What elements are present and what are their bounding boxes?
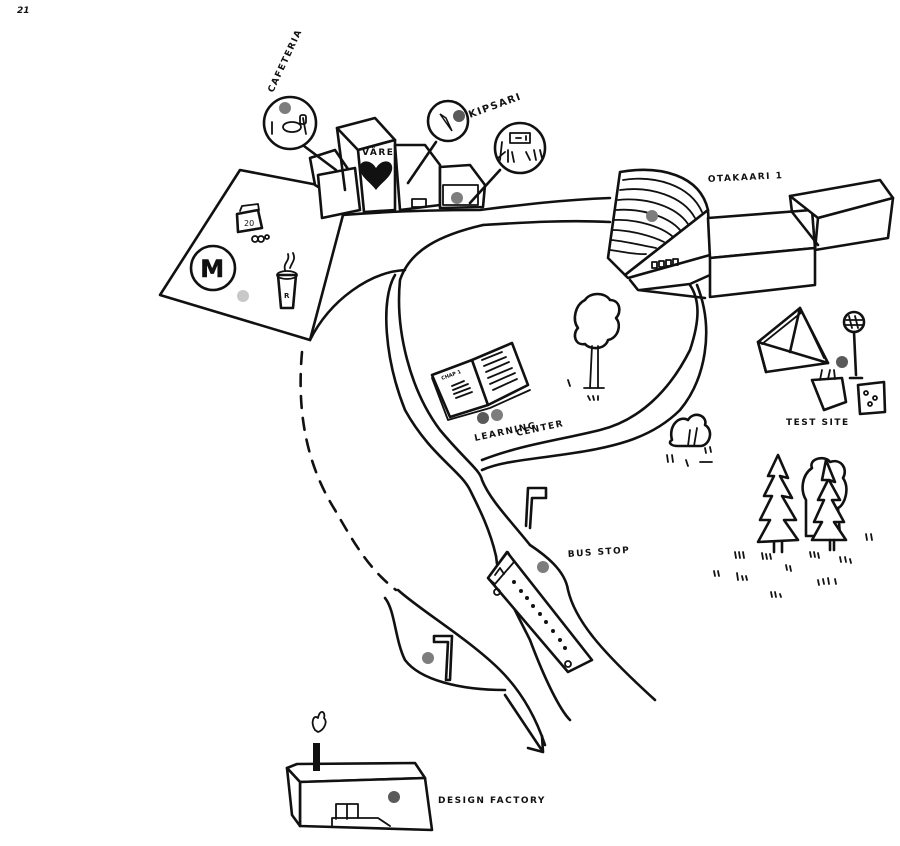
square-marker[interactable] [237, 290, 249, 302]
test-site: TEST SITE [756, 306, 887, 428]
otakaari-label: OTAKAARI 1 [708, 171, 784, 185]
loop-lawn-edge-outer [638, 273, 712, 292]
tree-icon [567, 292, 621, 401]
learning-center-marker-2[interactable] [491, 409, 503, 421]
door-icon [411, 198, 427, 208]
roads [158, 168, 712, 754]
planter-icon-2 [856, 380, 887, 416]
bus-stop-sign-icon [524, 486, 548, 530]
open-book-icon[interactable]: CHAP 1 [430, 341, 531, 421]
learning-center-marker-1[interactable] [477, 412, 489, 424]
coffee-cup-icon: R [276, 252, 298, 310]
learning-center-label-2: CENTER [516, 419, 566, 439]
otakaari-1-building: OTAKAARI 1 [606, 168, 895, 300]
cafeteria-callout[interactable]: CAFETERIA [262, 28, 338, 172]
forest-icon [713, 453, 873, 598]
kipsari-marker[interactable] [453, 110, 465, 122]
square-plaza: M 20 R [189, 203, 298, 310]
kipsari-label: KIPSARI [467, 91, 523, 120]
cafeteria-marker[interactable] [279, 102, 291, 114]
learning-center: CHAP 1 LEARNING CENTER [430, 341, 566, 444]
road-left-edge [308, 268, 407, 342]
tent-frame-icon [756, 306, 830, 374]
planter-icon [810, 376, 848, 412]
square-plaza-outline [158, 168, 345, 342]
design-factory: DESIGN FACTORY [285, 711, 546, 832]
meeting-callout[interactable] [468, 121, 547, 205]
road-upper-right [481, 219, 612, 227]
dashed-footpath [299, 350, 398, 592]
otakaari-marker[interactable] [646, 210, 658, 222]
bush-icon [666, 413, 713, 467]
bus-stop: BUS STOP [486, 486, 631, 674]
path-sign [422, 634, 454, 682]
bus-number: 20 [244, 219, 254, 228]
heart-icon [359, 161, 393, 190]
sign-globe-icon [842, 310, 866, 380]
meeting-marker[interactable] [451, 192, 463, 204]
cup-letter: R [284, 292, 290, 300]
bus-stop-marker[interactable] [537, 561, 549, 573]
smoke-icon [311, 711, 327, 733]
design-factory-marker[interactable] [388, 791, 400, 803]
bus-20-icon: 20 [235, 203, 270, 243]
sign-post-icon [432, 634, 454, 682]
loop-lawn-edge [480, 283, 699, 462]
metro-letter: M [200, 255, 225, 283]
path-sign-marker[interactable] [422, 652, 434, 664]
chimney-icon [313, 743, 320, 771]
page-number: 21 [17, 6, 30, 16]
lower-path-right [396, 588, 547, 747]
direction-arrow [503, 693, 545, 754]
vare-label: VÄRE [362, 147, 394, 158]
vare-buildings: VÄRE [308, 116, 487, 220]
loop-inner [385, 273, 498, 558]
bus-stop-label: BUS STOP [568, 546, 631, 560]
loop-outer [397, 223, 532, 547]
test-site-marker[interactable] [836, 356, 848, 368]
plate-cutlery-icon [271, 114, 307, 135]
cafeteria-label: CAFETERIA [267, 28, 305, 95]
people-presentation-icon [497, 132, 543, 163]
design-factory-label: DESIGN FACTORY [438, 796, 546, 806]
lower-path-left [383, 596, 507, 692]
carrot-icon [439, 113, 453, 132]
road-upper-left [341, 196, 612, 217]
bus-icon[interactable] [486, 550, 594, 674]
loop-right-edge [480, 283, 708, 472]
test-site-label: TEST SITE [786, 418, 850, 428]
bus-road-right [528, 543, 657, 702]
metro-icon[interactable]: M [189, 244, 237, 292]
factory-icon[interactable] [285, 711, 434, 832]
